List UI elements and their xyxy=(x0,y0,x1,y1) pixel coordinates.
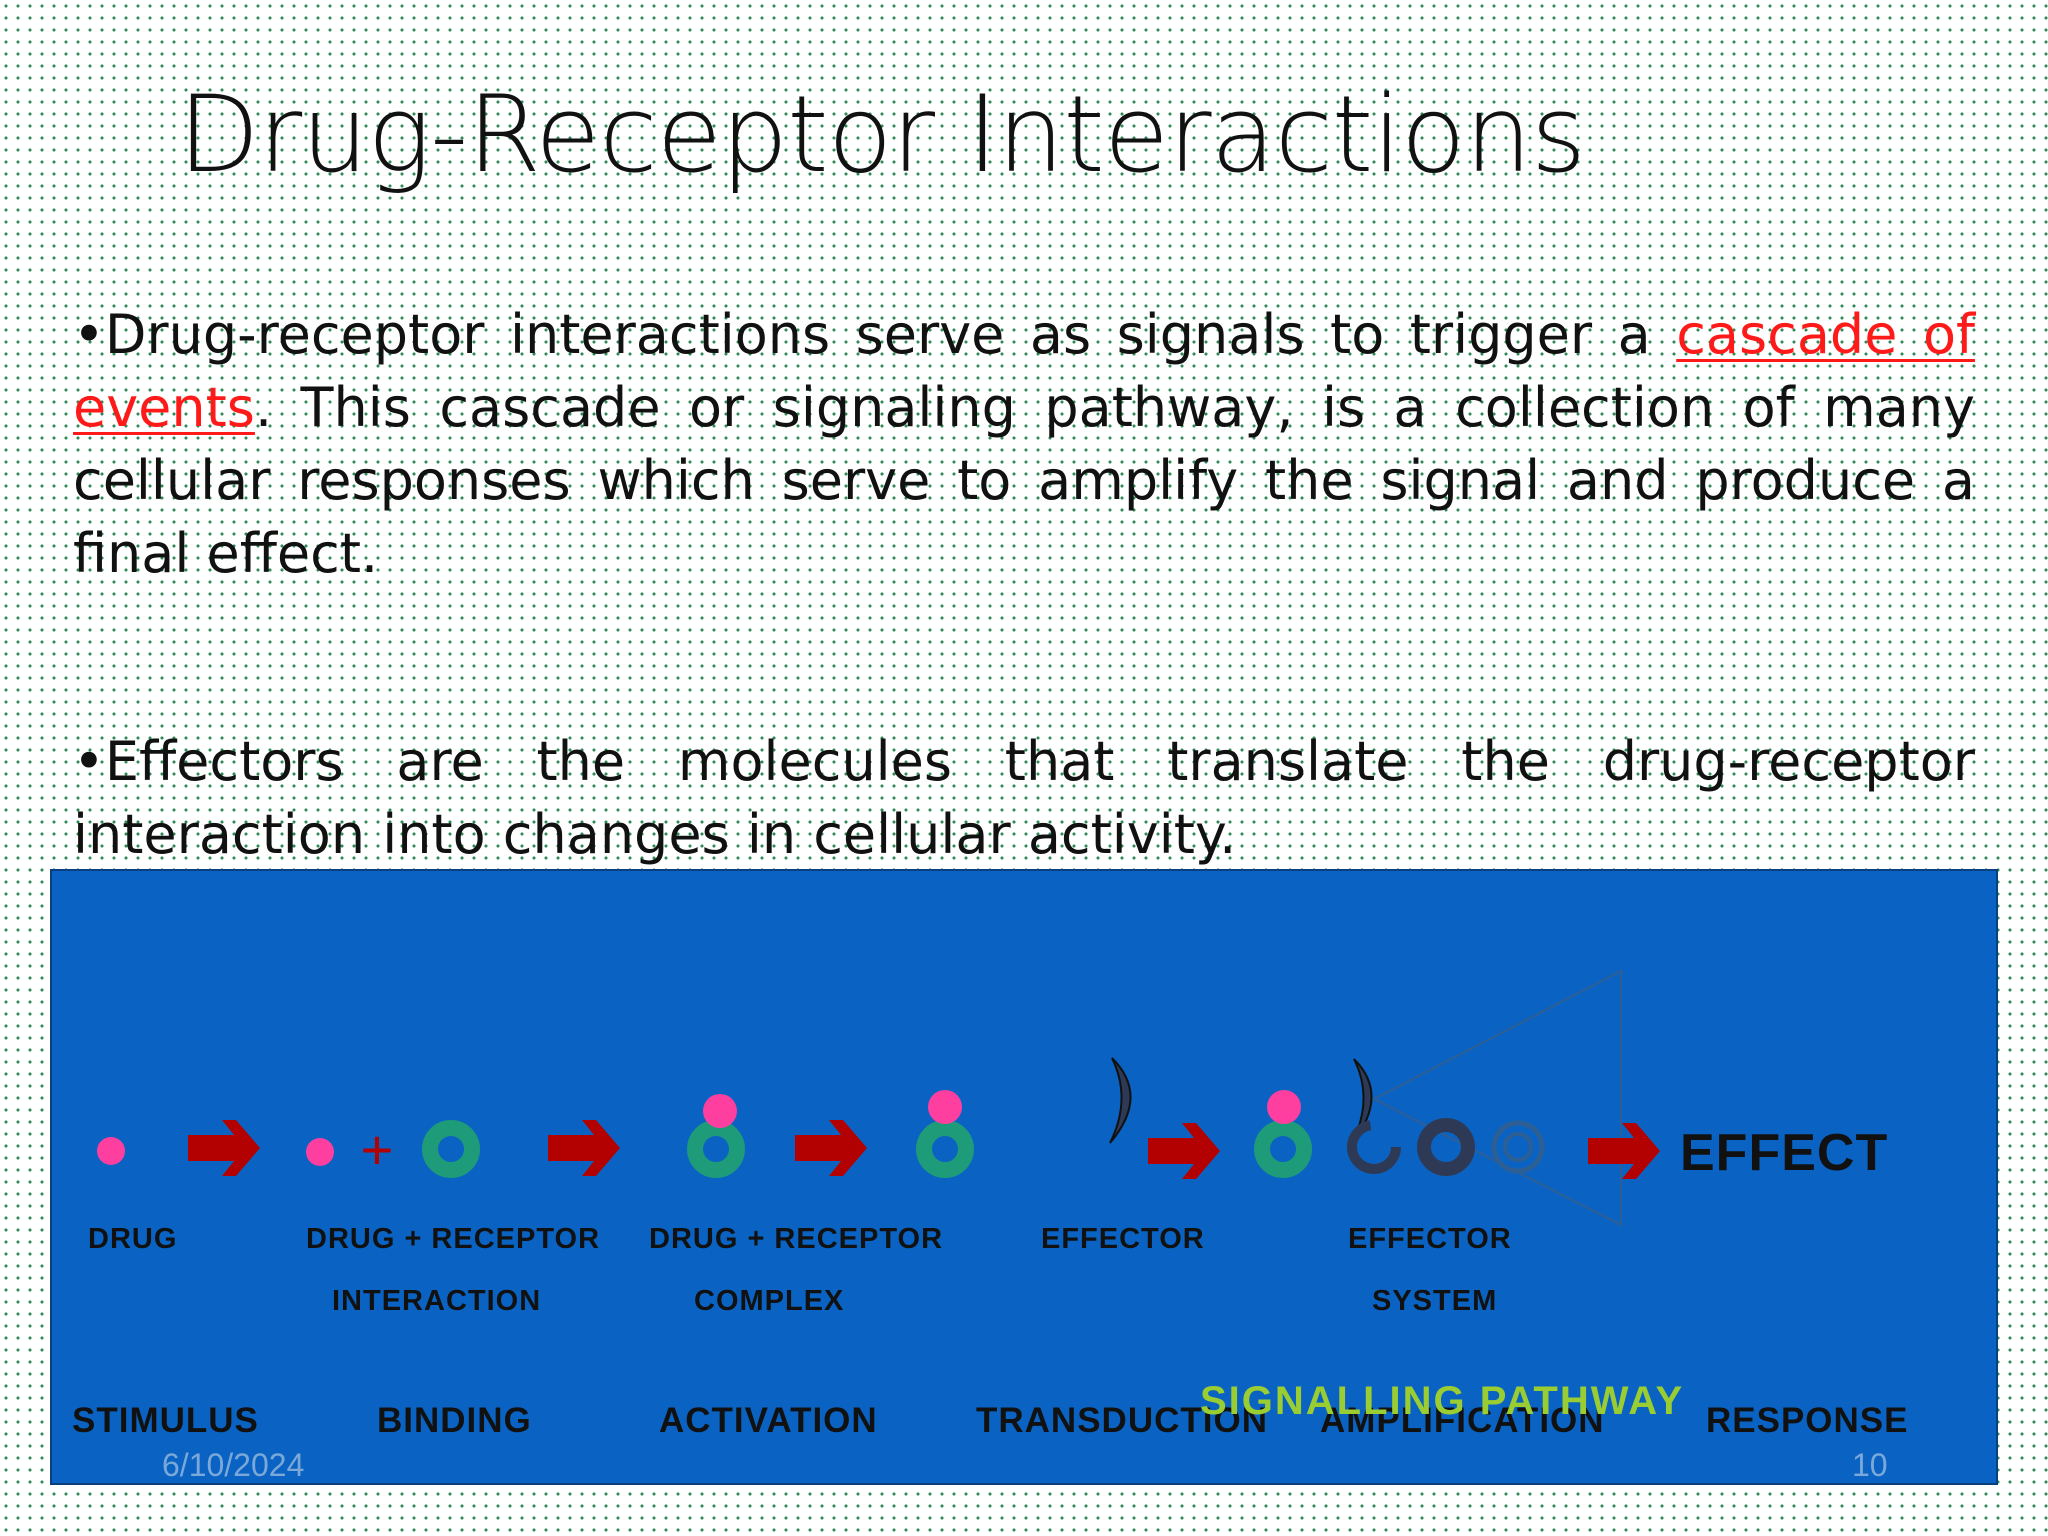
system-ring-3 xyxy=(1491,1120,1545,1174)
bound-drug-3 xyxy=(1267,1090,1301,1124)
system-ring-2 xyxy=(1417,1118,1475,1176)
receptor-ring-4 xyxy=(1254,1120,1312,1178)
amplification-triangle xyxy=(1371,969,1622,1227)
signalling-pathway-label: SIGNALLING PATHWAY xyxy=(1200,1379,1685,1423)
drug-dot-2 xyxy=(306,1138,334,1166)
bullet-paragraph-1: •Drug-receptor interactions serve as sig… xyxy=(73,298,1975,590)
diagram-graphics: + xyxy=(97,969,1660,1227)
system-ring-1 xyxy=(1347,1120,1401,1174)
effector-label: EFFECTOR xyxy=(1041,1223,1205,1255)
receptor-ring-3 xyxy=(916,1120,974,1178)
system-ring-3-inner xyxy=(1503,1132,1533,1162)
cascade-highlight: cascade of events xyxy=(73,303,1975,439)
drug-receptor-label-1: DRUG + RECEPTOR xyxy=(306,1223,601,1255)
footer-page-number: 10 xyxy=(1852,1447,1888,1483)
stage-binding: BINDING xyxy=(377,1401,532,1440)
drug-dot xyxy=(97,1137,125,1165)
slide-title: Drug-Receptor Interactions xyxy=(178,73,1586,196)
complex-label: COMPLEX xyxy=(694,1285,845,1317)
effector-system-label: EFFECTOR xyxy=(1348,1223,1512,1255)
effect-label: EFFECT xyxy=(1680,1124,1889,1182)
signalling-pathway-diagram: + EFFECT DRUG DRUG + RECEPTOR INTERACTIO… xyxy=(50,869,1998,1485)
drug-receptor-label-2: DRUG + RECEPTOR xyxy=(649,1223,944,1255)
effector-crescent-1 xyxy=(1109,1057,1132,1144)
footer-date: 6/10/2024 xyxy=(162,1447,305,1483)
receptor-ring-2 xyxy=(687,1120,745,1178)
bound-drug-2 xyxy=(928,1090,962,1124)
system-label: SYSTEM xyxy=(1372,1285,1498,1317)
bound-drug-1 xyxy=(703,1094,737,1128)
stage-transduction: TRANSDUCTION xyxy=(976,1401,1268,1440)
plus-sign: + xyxy=(361,1118,394,1181)
arrow-3 xyxy=(795,1120,867,1176)
bullet-paragraph-2: •Effectors are the molecules that transl… xyxy=(73,730,1975,866)
stage-activation: ACTIVATION xyxy=(659,1401,878,1440)
stage-stimulus: STIMULUS xyxy=(72,1401,259,1440)
drug-label: DRUG xyxy=(88,1223,178,1255)
arrow-5 xyxy=(1588,1123,1660,1179)
para1-text-start: •Drug-receptor interactions serve as sig… xyxy=(73,303,1677,366)
para1-text-end: . This cascade or signaling pathway, is … xyxy=(73,376,1975,585)
stage-response: RESPONSE xyxy=(1706,1401,1909,1440)
arrow-1 xyxy=(188,1120,260,1176)
arrow-4 xyxy=(1148,1123,1220,1179)
stage-amplification: AMPLIFICATION xyxy=(1320,1401,1605,1440)
arrow-2 xyxy=(548,1120,620,1176)
receptor-ring-1 xyxy=(422,1120,480,1178)
interaction-label: INTERACTION xyxy=(332,1285,542,1317)
